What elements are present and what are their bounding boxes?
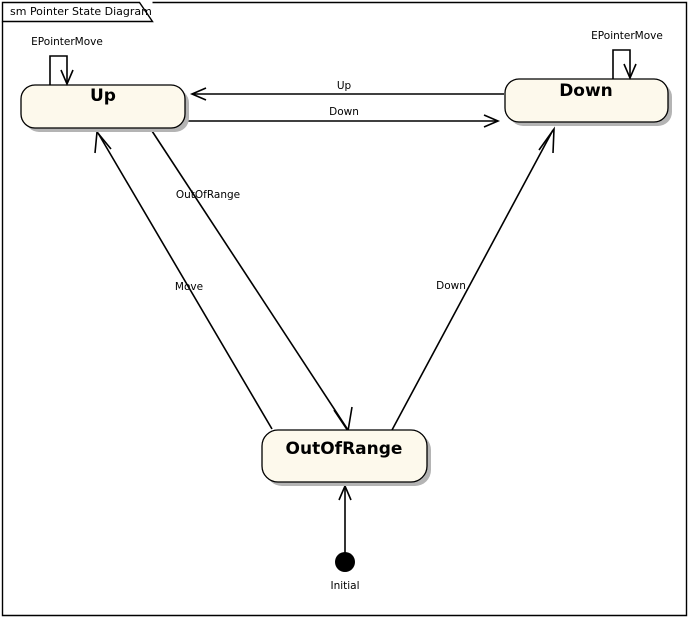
state-down-label: Down bbox=[559, 81, 613, 101]
state-down[interactable]: Down bbox=[504, 78, 672, 126]
state-outofrange-box[interactable] bbox=[261, 429, 428, 483]
transition-up-self-loop-path bbox=[49, 55, 68, 85]
initial-node-circle[interactable] bbox=[335, 552, 355, 572]
transition-up-to-outofrange-label: OutOfRange bbox=[176, 189, 240, 201]
frame-tab-shape bbox=[1, 1, 154, 23]
transition-up-to-outofrange-line bbox=[151, 130, 349, 431]
transition-up-self-loop-arrowhead bbox=[60, 69, 74, 87]
transition-up-to-down: Down bbox=[186, 106, 501, 128]
transition-up-to-down-arrowhead bbox=[483, 114, 501, 128]
state-up-label: Up bbox=[90, 86, 116, 106]
transition-outofrange-to-up-label: Move bbox=[175, 281, 203, 293]
transition-up-to-outofrange: OutOfRange bbox=[151, 130, 353, 434]
transition-outofrange-to-down-label: Down bbox=[436, 280, 466, 292]
state-up[interactable]: Up bbox=[20, 84, 189, 132]
transition-up-self-loop-label: EPointerMove bbox=[31, 36, 103, 48]
transition-down-self-loop-path bbox=[612, 49, 631, 79]
transition-down-self-loop-arrowhead bbox=[623, 63, 637, 81]
transition-up-to-down-label: Down bbox=[329, 106, 359, 118]
state-up-box[interactable] bbox=[20, 84, 186, 129]
frame-tab-label: sm Pointer State Diagram bbox=[10, 5, 152, 18]
transition-outofrange-to-down: Down bbox=[391, 126, 555, 431]
transition-down-to-up-arrowhead bbox=[189, 87, 207, 101]
transition-outofrange-to-up-line bbox=[97, 132, 273, 430]
state-outofrange[interactable]: OutOfRange bbox=[261, 429, 431, 486]
transition-outofrange-to-down-arrowhead bbox=[538, 126, 555, 154]
transition-outofrange-to-up: Move bbox=[94, 129, 273, 430]
state-down-box[interactable] bbox=[504, 78, 669, 123]
transition-down-self-loop: EPointerMove bbox=[591, 30, 663, 81]
state-outofrange-label: OutOfRange bbox=[286, 439, 403, 459]
transition-outofrange-to-down-line bbox=[391, 129, 554, 431]
initial-node-label: Initial bbox=[330, 580, 359, 592]
transition-up-self-loop: EPointerMove bbox=[31, 36, 103, 87]
transition-up-to-outofrange-arrowhead bbox=[333, 406, 353, 434]
transition-down-to-up-label: Up bbox=[337, 80, 352, 92]
transition-down-to-up: Up bbox=[189, 80, 504, 101]
initial-pseudostate[interactable]: Initial bbox=[330, 552, 360, 592]
transition-down-self-loop-label: EPointerMove bbox=[591, 30, 663, 42]
transition-initial-to-outofrange bbox=[338, 483, 352, 553]
